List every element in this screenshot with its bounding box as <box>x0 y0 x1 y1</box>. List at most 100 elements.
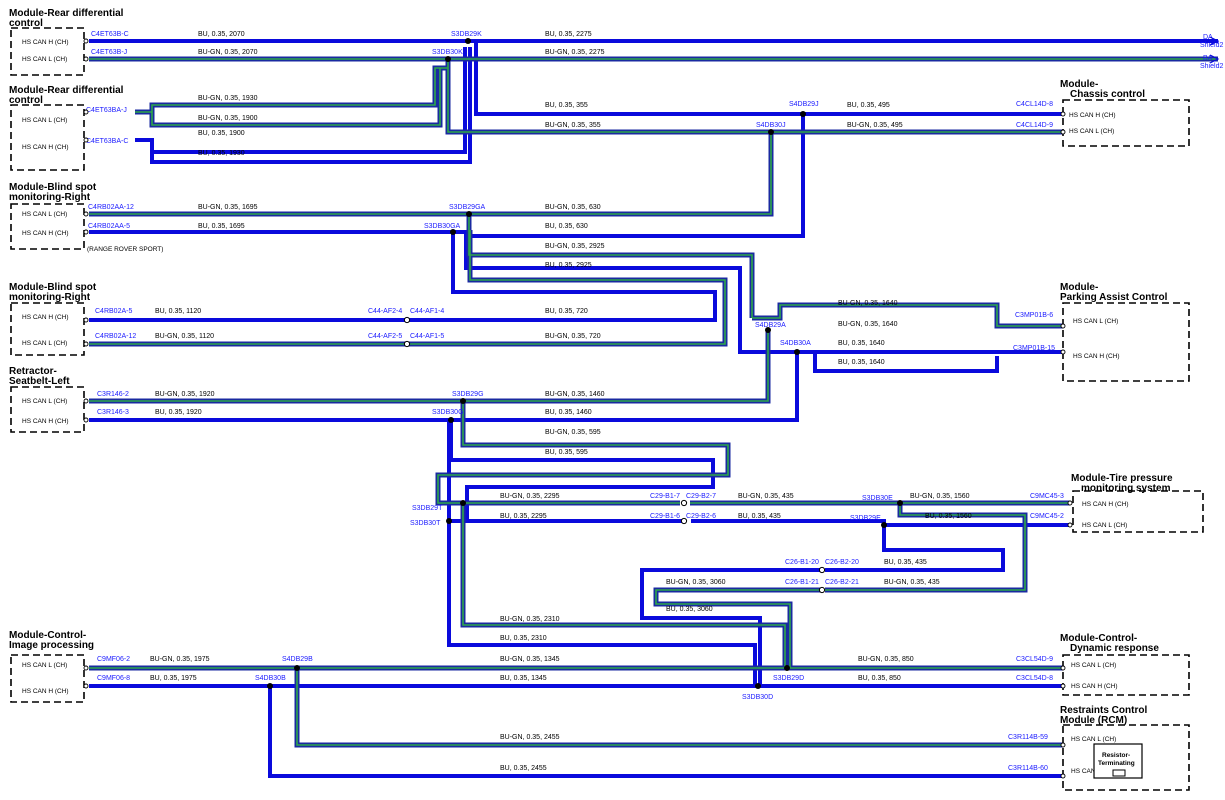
splice-dot <box>267 683 273 689</box>
wire-label: BU-GN, 0.35, 1560 <box>910 493 970 500</box>
wire-label: BU-GN, 0.35, 1695 <box>198 204 258 211</box>
module-box <box>1062 654 1190 696</box>
shield-label: DA <box>1203 34 1213 41</box>
module-title-2: Module (RCM) <box>1060 715 1127 726</box>
module-box <box>1062 99 1190 147</box>
connector-label: C4CL14D-9 <box>1016 122 1053 129</box>
splice-dot <box>450 229 456 235</box>
splice-label: S4DB29A <box>755 322 786 329</box>
pin-terminal-icon <box>1060 773 1066 779</box>
pin-terminal-icon <box>83 109 89 115</box>
connector-label: C4RB02AA-12 <box>88 204 134 211</box>
wire-label: BU, 0.35, 1900 <box>198 130 245 137</box>
module-title-2: control <box>9 95 43 106</box>
wire-rd2-can-h <box>135 47 472 164</box>
pin-label: HS CAN H (CH) <box>22 688 69 695</box>
wire-label: BU, 0.35, 2070 <box>198 31 245 38</box>
module-box <box>1062 724 1190 791</box>
pin-label: HS CAN H (CH) <box>22 418 69 425</box>
pin-terminal-icon <box>83 211 89 217</box>
splice-dot <box>460 500 466 506</box>
splice-dot <box>768 129 774 135</box>
wire-label: BU, 0.35, 435 <box>738 513 781 520</box>
wire-label: BU-GN, 0.35, 2275 <box>545 49 605 56</box>
pin-label: HS CAN H (CH) <box>1071 683 1118 690</box>
pin-label: HS CAN L (CH) <box>22 117 67 124</box>
module-title: Module- <box>1060 282 1098 293</box>
pin-terminal-icon <box>1060 683 1066 689</box>
splice-label: S4DB30A <box>780 340 811 347</box>
wire-label: BU, 0.35, 2275 <box>545 31 592 38</box>
wire-label: BU, 0.35, 1560 <box>925 513 972 520</box>
bu-gn-wires <box>89 56 1218 748</box>
module-title: Module-Control- <box>9 630 86 641</box>
splice-label: S3DB29K <box>451 31 482 38</box>
inline-connector-icon <box>680 499 688 507</box>
module-box <box>10 203 85 250</box>
wire-rcm-can-h <box>268 686 1063 778</box>
module-seatbelt-retractor: Retractor- Seatbelt-Left HS CAN L (CH) H… <box>9 366 85 433</box>
connector-label: C4ET63B-J <box>91 49 127 56</box>
resistor-label: Resistor- <box>1102 752 1130 759</box>
wire-label: BU-GN, 0.35, 355 <box>545 122 601 129</box>
wire-label: BU, 0.35, 630 <box>545 223 588 230</box>
splice-dot <box>794 349 800 355</box>
inline-connector-icon <box>818 566 826 574</box>
wire-label: BU, 0.35, 1975 <box>150 675 197 682</box>
module-restraints-control: Restraints Control Module (RCM) HS CAN L… <box>1060 705 1190 791</box>
wire-label: BU, 0.35, 1345 <box>500 675 547 682</box>
wire-label: BU-GN, 0.35, 720 <box>545 333 601 340</box>
module-box <box>10 302 85 356</box>
module-image-processing: Module-Control- Image processing HS CAN … <box>9 630 94 703</box>
wire-label: BU, 0.35, 1695 <box>198 223 245 230</box>
wire-label: BU-GN, 0.35, 630 <box>545 204 601 211</box>
wire-label: BU, 0.35, 1640 <box>838 359 885 366</box>
module-title-2: Dynamic response <box>1070 643 1159 654</box>
pin-label: HS CAN H (CH) <box>22 230 69 237</box>
wire-label: BU-GN, 0.35, 1975 <box>150 656 210 663</box>
module-title: Module-Rear differential <box>9 85 124 96</box>
pin-terminal-icon <box>83 229 89 235</box>
pin-label: HS CAN L (CH) <box>1082 522 1127 529</box>
pin-terminals <box>83 38 1073 779</box>
wire-label: BU, 0.35, 1640 <box>838 340 885 347</box>
pin-label: HS CAN L (CH) <box>22 56 67 63</box>
shield-arrow-icon <box>1209 54 1220 64</box>
module-title-2: Chassis control <box>1070 89 1145 100</box>
splice-dot <box>294 665 300 671</box>
pin-terminal-icon <box>1060 349 1066 355</box>
pin-label: HS CAN H (CH) <box>22 314 69 321</box>
module-blind-spot-2: Module-Blind spot monitoring-Right HS CA… <box>9 282 97 356</box>
connector-label: C44-AF2-4 <box>368 308 402 315</box>
connector-label: C26-B2-21 <box>825 579 859 586</box>
pin-label: HS CAN L (CH) <box>1073 318 1118 325</box>
pin-terminal-icon <box>1060 129 1066 135</box>
connector-label: C44-AF2-5 <box>368 333 402 340</box>
connector-label: C29-B2-6 <box>686 513 716 520</box>
splice-labels: S3DB29K S3DB30K S4DB29J S4DB30J S3DB29GA… <box>255 31 893 701</box>
inline-connector-icon <box>403 340 411 348</box>
splice-label: S3DB29T <box>412 505 443 512</box>
wire-label: BU, 0.35, 595 <box>545 449 588 456</box>
wire-label: BU-GN, 0.35, 1920 <box>155 391 215 398</box>
splice-dot <box>448 417 454 423</box>
connector-label: C3MP01B-6 <box>1015 312 1053 319</box>
wire-chassis-h-drop <box>469 114 805 238</box>
module-tire-pressure: Module-Tire pressure monitoring system H… <box>1071 473 1204 533</box>
splice-dot <box>446 518 452 524</box>
shield-label: Shield2 <box>1200 63 1223 70</box>
wire-label: BU-GN, 0.35, 2070 <box>198 49 258 56</box>
inline-connector-icon <box>680 517 688 525</box>
resistor-label-2: Terminating <box>1098 760 1135 767</box>
splice-label: S3DB30T <box>410 520 441 527</box>
pin-label: HS CAN H (CH) <box>22 144 69 151</box>
connector-label: C3R146-3 <box>97 409 129 416</box>
wire-label: BU, 0.35, 435 <box>884 559 927 566</box>
pin-label: HS CAN L (CH) <box>22 211 67 218</box>
wire-seatbelt-can-h <box>89 352 799 422</box>
module-rear-diff-1: Module-Rear differential control HS CAN … <box>9 8 124 76</box>
pin-label: HS CAN L (CH) <box>1069 128 1114 135</box>
module-title-2: monitoring-Right <box>9 192 91 203</box>
pin-terminal-icon <box>83 38 89 44</box>
